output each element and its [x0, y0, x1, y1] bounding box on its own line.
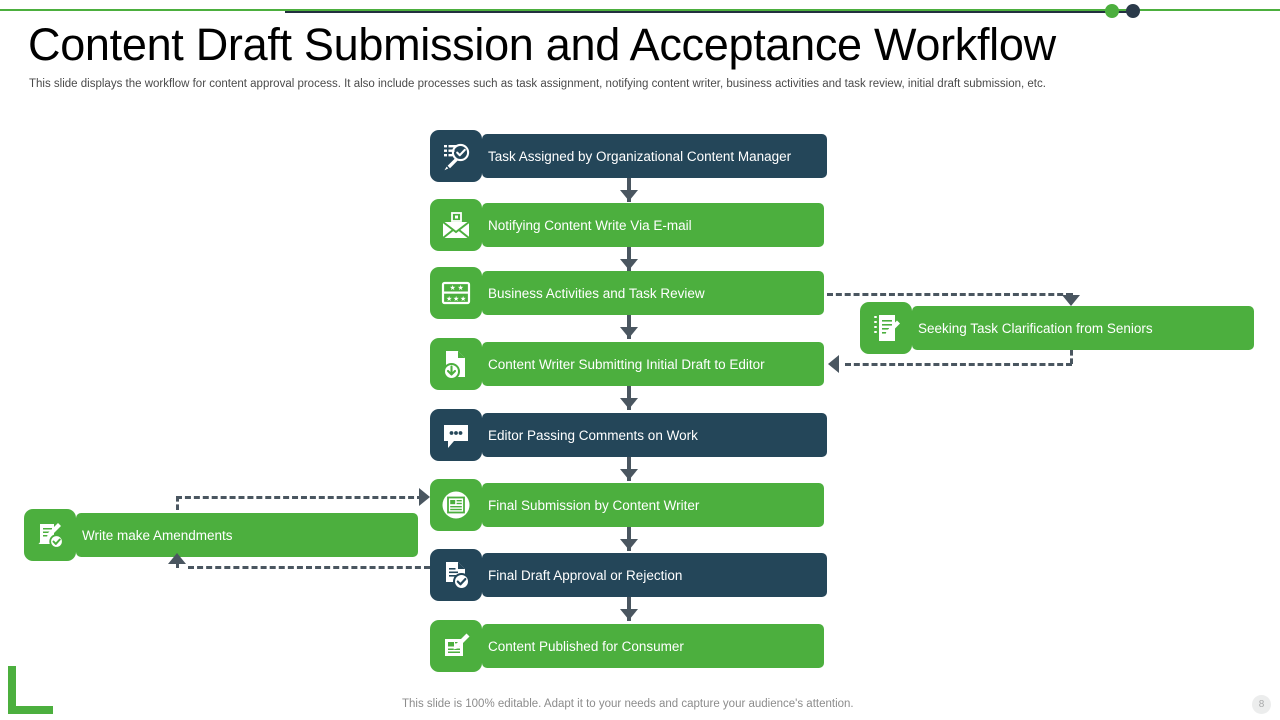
branch-left-outbound-vertical: [176, 496, 179, 510]
task-review-magnifier-icon: [430, 130, 482, 182]
connector-2-3-arrow: [620, 259, 638, 270]
branch-left-return-horizontal: [188, 566, 430, 569]
top-accent-dot-green: [1105, 4, 1119, 18]
rating-stars-board-icon: ★ ★ ★ ★ ★: [430, 267, 482, 319]
flow-step-3-bar: [482, 271, 824, 315]
flow-step-6-label: Final Submission by Content Writer: [488, 497, 700, 513]
flow-step-8-bar: [482, 624, 824, 668]
flow-step-4-label: Content Writer Submitting Initial Draft …: [488, 356, 765, 372]
branch-left-outbound-arrow: [419, 488, 430, 506]
branch-right-node-bar: [912, 306, 1254, 350]
branch-left-node-bar: [76, 513, 418, 557]
branch-left-node[interactable]: Write make Amendments: [24, 509, 418, 561]
corner-bracket-vertical: [8, 666, 16, 714]
flow-step-2[interactable]: Notifying Content Write Via E-mail: [430, 199, 824, 251]
flow-step-1-label: Task Assigned by Organizational Content …: [488, 148, 792, 164]
page-subtitle: This slide displays the workflow for con…: [29, 78, 1046, 90]
svg-text:★: ★: [450, 284, 456, 292]
page-number-badge: 8: [1252, 695, 1271, 714]
document-pen-note-icon: [860, 302, 912, 354]
svg-text:★: ★: [458, 284, 464, 292]
svg-text:★: ★: [460, 295, 466, 303]
document-approved-check-icon: [430, 549, 482, 601]
svg-text:★: ★: [446, 295, 452, 303]
connector-7-8-arrow: [620, 609, 638, 620]
flow-step-1-bar: [482, 134, 827, 178]
svg-text:★: ★: [453, 295, 459, 303]
branch-right-return-horizontal: [845, 363, 1072, 366]
branch-right-outbound-arrow: [1062, 295, 1080, 306]
flow-step-6-bar: [482, 483, 824, 527]
branch-right-outbound-horizontal: [827, 293, 1072, 296]
connector-5-6-arrow: [620, 469, 638, 480]
document-pen-check-icon: [24, 509, 76, 561]
branch-left-outbound-horizontal: [176, 496, 423, 499]
flow-step-7[interactable]: Final Draft Approval or Rejection: [430, 549, 827, 601]
flow-step-2-label: Notifying Content Write Via E-mail: [488, 217, 692, 233]
connector-1-2-arrow: [620, 190, 638, 201]
page-title: Content Draft Submission and Acceptance …: [28, 19, 1056, 70]
corner-bracket-horizontal: [8, 706, 53, 714]
branch-right-return-vertical: [1070, 350, 1073, 364]
footer-note: This slide is 100% editable. Adapt it to…: [402, 698, 854, 710]
connector-6-7-arrow: [620, 539, 638, 550]
top-accent-rule-green: [0, 9, 1280, 11]
branch-right-return-arrow: [828, 355, 839, 373]
flow-step-4-bar: [482, 342, 824, 386]
flow-step-2-bar: [482, 203, 824, 247]
flow-step-5-bar: [482, 413, 827, 457]
branch-right-node[interactable]: Seeking Task Clarification from Seniors: [860, 302, 1254, 354]
connector-3-4-arrow: [620, 327, 638, 338]
flow-step-6[interactable]: Final Submission by Content Writer: [430, 479, 824, 531]
flow-step-8-label: Content Published for Consumer: [488, 638, 684, 654]
flow-step-5[interactable]: Editor Passing Comments on Work: [430, 409, 827, 461]
flow-step-1[interactable]: Task Assigned by Organizational Content …: [430, 130, 827, 182]
email-envelope-icon: [430, 199, 482, 251]
flow-step-8[interactable]: Content Published for Consumer: [430, 620, 824, 672]
document-edit-pen-icon: [430, 620, 482, 672]
document-download-icon: [430, 338, 482, 390]
top-accent-rule-navy: [285, 11, 1133, 13]
flow-step-3-label: Business Activities and Task Review: [488, 285, 705, 301]
branch-left-return-arrow: [168, 553, 186, 564]
branch-left-node-label: Write make Amendments: [82, 527, 233, 543]
document-article-icon: [430, 479, 482, 531]
branch-right-node-label: Seeking Task Clarification from Seniors: [918, 320, 1153, 336]
flow-step-4[interactable]: Content Writer Submitting Initial Draft …: [430, 338, 824, 390]
top-accent-dot-navy: [1126, 4, 1140, 18]
connector-4-5-arrow: [620, 398, 638, 409]
flow-step-3[interactable]: ★ ★ ★ ★ ★ Business Activities and Task R…: [430, 267, 824, 319]
flow-step-5-label: Editor Passing Comments on Work: [488, 427, 698, 443]
comment-bubble-icon: [430, 409, 482, 461]
flow-step-7-bar: [482, 553, 827, 597]
flow-step-7-label: Final Draft Approval or Rejection: [488, 567, 683, 583]
